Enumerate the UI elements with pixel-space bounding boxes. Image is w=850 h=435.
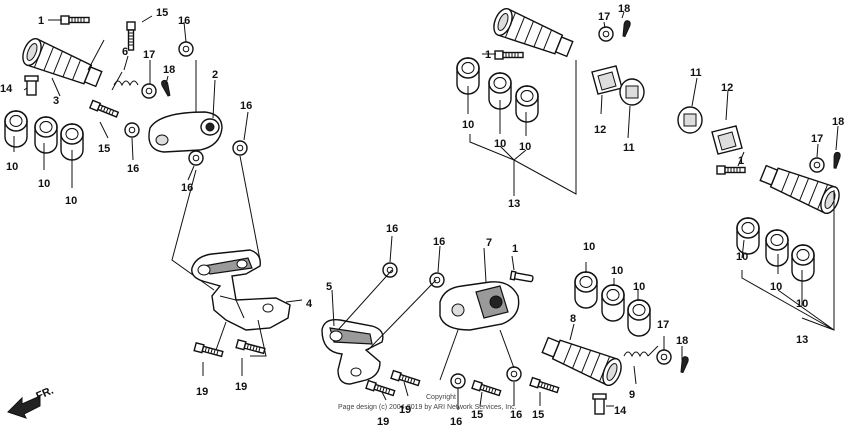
callout-6: 6: [122, 46, 128, 58]
callout-16: 16: [178, 15, 190, 27]
left-footpeg-assembly: [4, 15, 261, 291]
front-direction-arrow: FR.: [7, 385, 55, 419]
callout-19: 19: [235, 381, 247, 393]
callout-19: 19: [399, 404, 411, 416]
callout-10: 10: [519, 141, 531, 153]
callout-10: 10: [462, 119, 474, 131]
callout-1: 1: [512, 243, 518, 255]
callout-10: 10: [65, 195, 77, 207]
callout-18: 18: [618, 3, 630, 15]
callout-18: 18: [163, 64, 175, 76]
callout-14: 14: [0, 83, 13, 95]
callout-16: 16: [510, 409, 522, 421]
callout-10: 10: [494, 138, 506, 150]
bottom-center-assembly: [321, 235, 690, 415]
callout-16: 16: [433, 236, 445, 248]
callout-2: 2: [212, 69, 218, 81]
callout-7: 7: [486, 237, 492, 249]
callout-8: 8: [570, 313, 576, 325]
callout-10: 10: [633, 281, 645, 293]
callout-16: 16: [240, 100, 252, 112]
copyright-line-2: Page design (c) 2004-2019 by ARI Network…: [338, 404, 517, 411]
callout-16: 16: [127, 163, 139, 175]
callout-14: 14: [614, 405, 627, 417]
callout-17: 17: [811, 133, 823, 145]
copyright-line-1: Copyright: [426, 394, 456, 401]
callout-9: 9: [629, 389, 635, 401]
callout-17: 17: [657, 319, 669, 331]
callout-12: 12: [721, 82, 733, 94]
callout-16: 16: [386, 223, 398, 235]
callout-16: 16: [450, 416, 462, 428]
direction-label: FR.: [34, 385, 55, 403]
callout-10: 10: [611, 265, 623, 277]
callout-10: 10: [6, 161, 18, 173]
callout-17: 17: [143, 49, 155, 61]
callout-16: 16: [181, 182, 193, 194]
callout-10: 10: [770, 281, 782, 293]
callout-10: 10: [583, 241, 595, 253]
callout-15: 15: [156, 7, 168, 19]
top-center-peg-assembly: [456, 5, 645, 196]
right-peg-assembly: [677, 77, 844, 331]
callout-10: 10: [38, 178, 50, 190]
callout-11: 11: [623, 142, 635, 154]
callout-10: 10: [796, 298, 808, 310]
callout-19: 19: [196, 386, 208, 398]
callout-11: 11: [690, 67, 702, 79]
callout-1: 1: [38, 15, 44, 27]
callout-3: 3: [53, 95, 59, 107]
callout-12: 12: [594, 124, 606, 136]
callout-1: 1: [485, 49, 491, 61]
callout-17: 17: [598, 11, 610, 23]
callout-1: 1: [738, 155, 744, 167]
callout-18: 18: [832, 116, 844, 128]
callout-19: 19: [377, 416, 389, 428]
step-bracket-left: [191, 249, 303, 376]
callout-18: 18: [676, 335, 688, 347]
callout-13: 13: [508, 198, 520, 210]
callout-15: 15: [98, 143, 110, 155]
callout-10: 10: [736, 251, 748, 263]
callout-15: 15: [532, 409, 544, 421]
callout-4: 4: [306, 298, 313, 310]
callout-5: 5: [326, 281, 332, 293]
callout-13: 13: [796, 334, 808, 346]
callout-15: 15: [471, 409, 483, 421]
